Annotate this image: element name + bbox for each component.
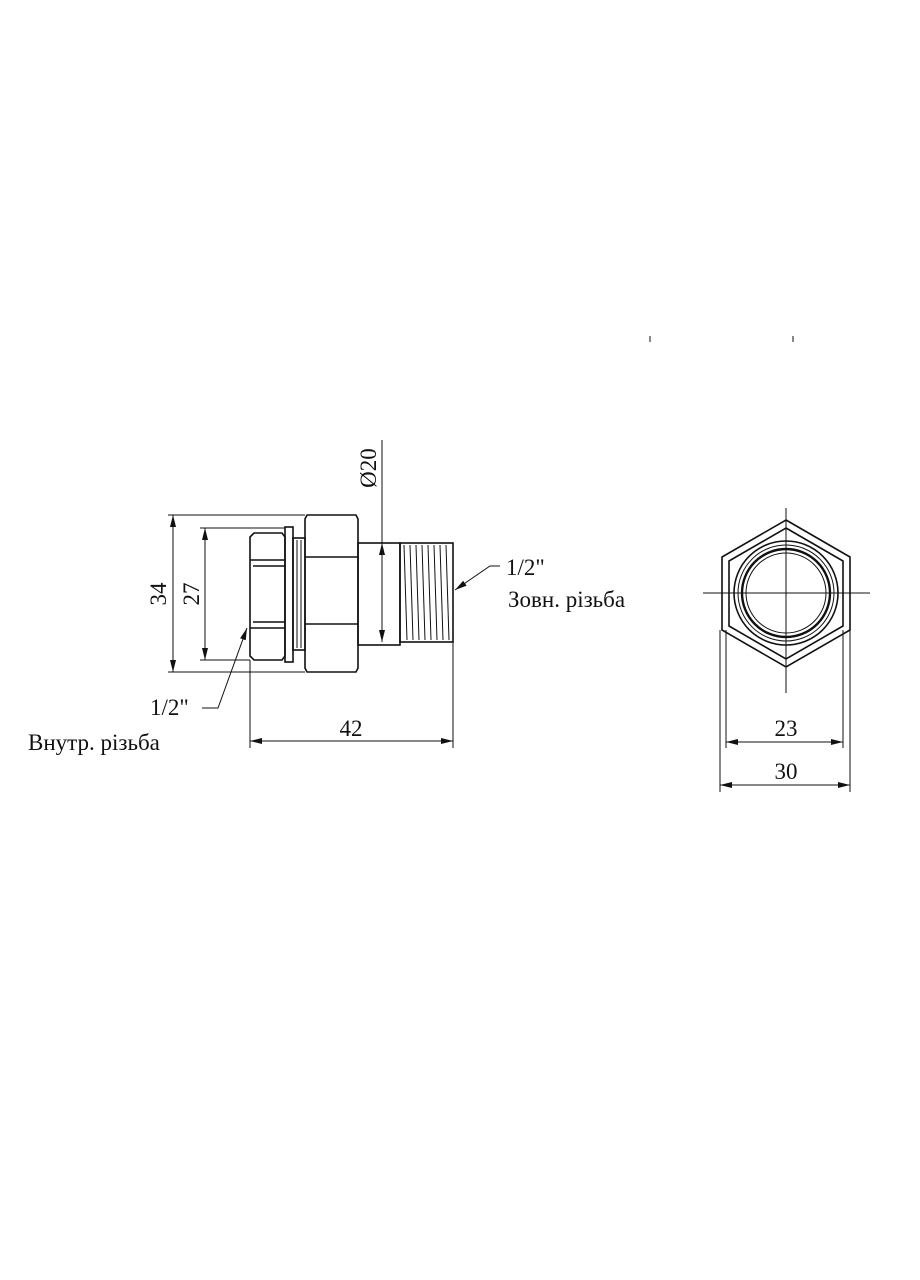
thread-line (415, 544, 420, 641)
male-thread-size: 1/2" (506, 555, 545, 580)
thread-line (409, 544, 414, 641)
dimension-30: 30 (719, 630, 851, 792)
male-thread-label: Зовн. різьба (508, 587, 625, 612)
dimension-27: 27 (179, 527, 285, 661)
thread-line (427, 544, 432, 641)
dim-42-label: 42 (340, 716, 363, 741)
dimension-23: 23 (725, 630, 844, 748)
female-thread-callout: 1/2" Внутр. різьба (28, 627, 248, 755)
female-thread-size: 1/2" (150, 695, 189, 720)
outer-hex (721, 519, 851, 668)
dimension-42: 42 (249, 642, 454, 748)
male-thread-callout: 1/2" Зовн. різьба (454, 555, 625, 612)
female-thread-label: Внутр. різьба (28, 730, 160, 755)
dim-30-label: 30 (775, 759, 798, 784)
side-view: 34 27 Ø20 42 1/2" Зовн. різьба 1/2" Вн (28, 440, 625, 755)
small-thread (292, 537, 306, 651)
union-hex-nut (304, 514, 359, 673)
thread-line (445, 544, 450, 641)
female-hex-nut (249, 532, 286, 661)
dim-34-label: 34 (146, 582, 171, 606)
thread-line (403, 544, 408, 641)
dimension-34: 34 (146, 514, 305, 673)
dim-23-label: 23 (775, 716, 798, 741)
dimension-diameter-20: Ø20 (356, 440, 385, 642)
inner-hex (728, 527, 844, 660)
dim-27-label: 27 (179, 583, 204, 606)
stray-marks (649, 336, 794, 342)
male-thread (399, 542, 454, 643)
end-view: 23 30 (703, 508, 870, 792)
thread-line (421, 544, 426, 641)
thread-line (439, 544, 444, 641)
dim-diameter-label: Ø20 (356, 448, 381, 488)
washer (284, 526, 294, 663)
shank (357, 542, 401, 646)
thread-line (433, 544, 438, 641)
